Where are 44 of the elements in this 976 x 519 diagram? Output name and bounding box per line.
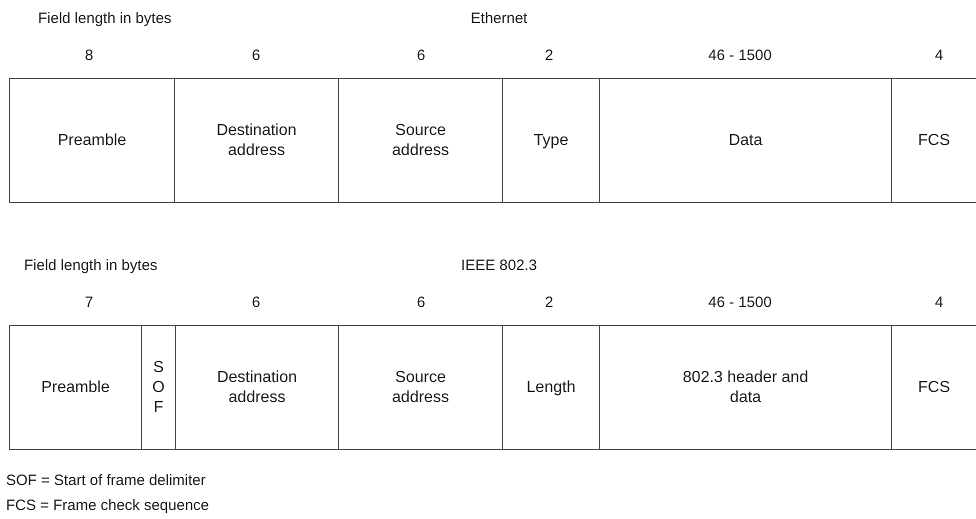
field-name: Type xyxy=(534,130,568,150)
field-name: FCS xyxy=(918,130,950,150)
frame-field xyxy=(891,78,976,203)
field-name: Source address xyxy=(391,121,450,160)
frame-field xyxy=(338,325,503,450)
frame-title: Ethernet xyxy=(470,10,528,27)
axis-caption: Field length in bytes xyxy=(24,257,158,274)
field-name: Preamble xyxy=(58,130,126,150)
byte-count: 2 xyxy=(544,294,554,311)
legend-note: SOF = Start of frame delimiter xyxy=(6,472,206,489)
frame-field xyxy=(9,78,175,203)
frame-field xyxy=(175,325,339,450)
field-name: Preamble xyxy=(41,378,110,398)
field-name: FCS xyxy=(918,378,950,398)
byte-count: 46 - 1500 xyxy=(708,47,772,64)
legend-note: FCS = Frame check sequence xyxy=(6,497,210,514)
byte-count: 6 xyxy=(252,294,260,311)
byte-count: 6 xyxy=(416,47,426,64)
frame-field xyxy=(174,78,339,203)
frame-field xyxy=(502,325,600,450)
byte-count: 46 - 1500 xyxy=(708,294,772,311)
field-name: Destination address xyxy=(215,121,298,160)
frame-field xyxy=(338,78,503,203)
field-name: 802.3 header and data xyxy=(682,368,810,407)
field-name: Destination address xyxy=(216,368,298,407)
field-name: Data xyxy=(728,130,762,150)
byte-count: 6 xyxy=(252,47,260,64)
axis-caption: Field length in bytes xyxy=(38,10,172,27)
field-name: SOF xyxy=(151,358,166,418)
byte-count: 4 xyxy=(934,294,944,311)
frame-title: IEEE 802.3 xyxy=(461,257,537,274)
byte-count: 2 xyxy=(544,47,554,64)
frame-field xyxy=(891,325,976,450)
byte-count: 4 xyxy=(934,47,944,64)
frame-field xyxy=(502,78,600,203)
field-name: Source address xyxy=(391,368,450,407)
frame-field xyxy=(599,325,892,450)
frame-field xyxy=(141,325,176,450)
frame-field xyxy=(9,325,142,450)
byte-count: 8 xyxy=(84,47,94,64)
byte-count: 6 xyxy=(416,294,426,311)
byte-count: 7 xyxy=(84,294,94,311)
frame-field xyxy=(599,78,892,203)
field-name: Length xyxy=(526,378,576,398)
